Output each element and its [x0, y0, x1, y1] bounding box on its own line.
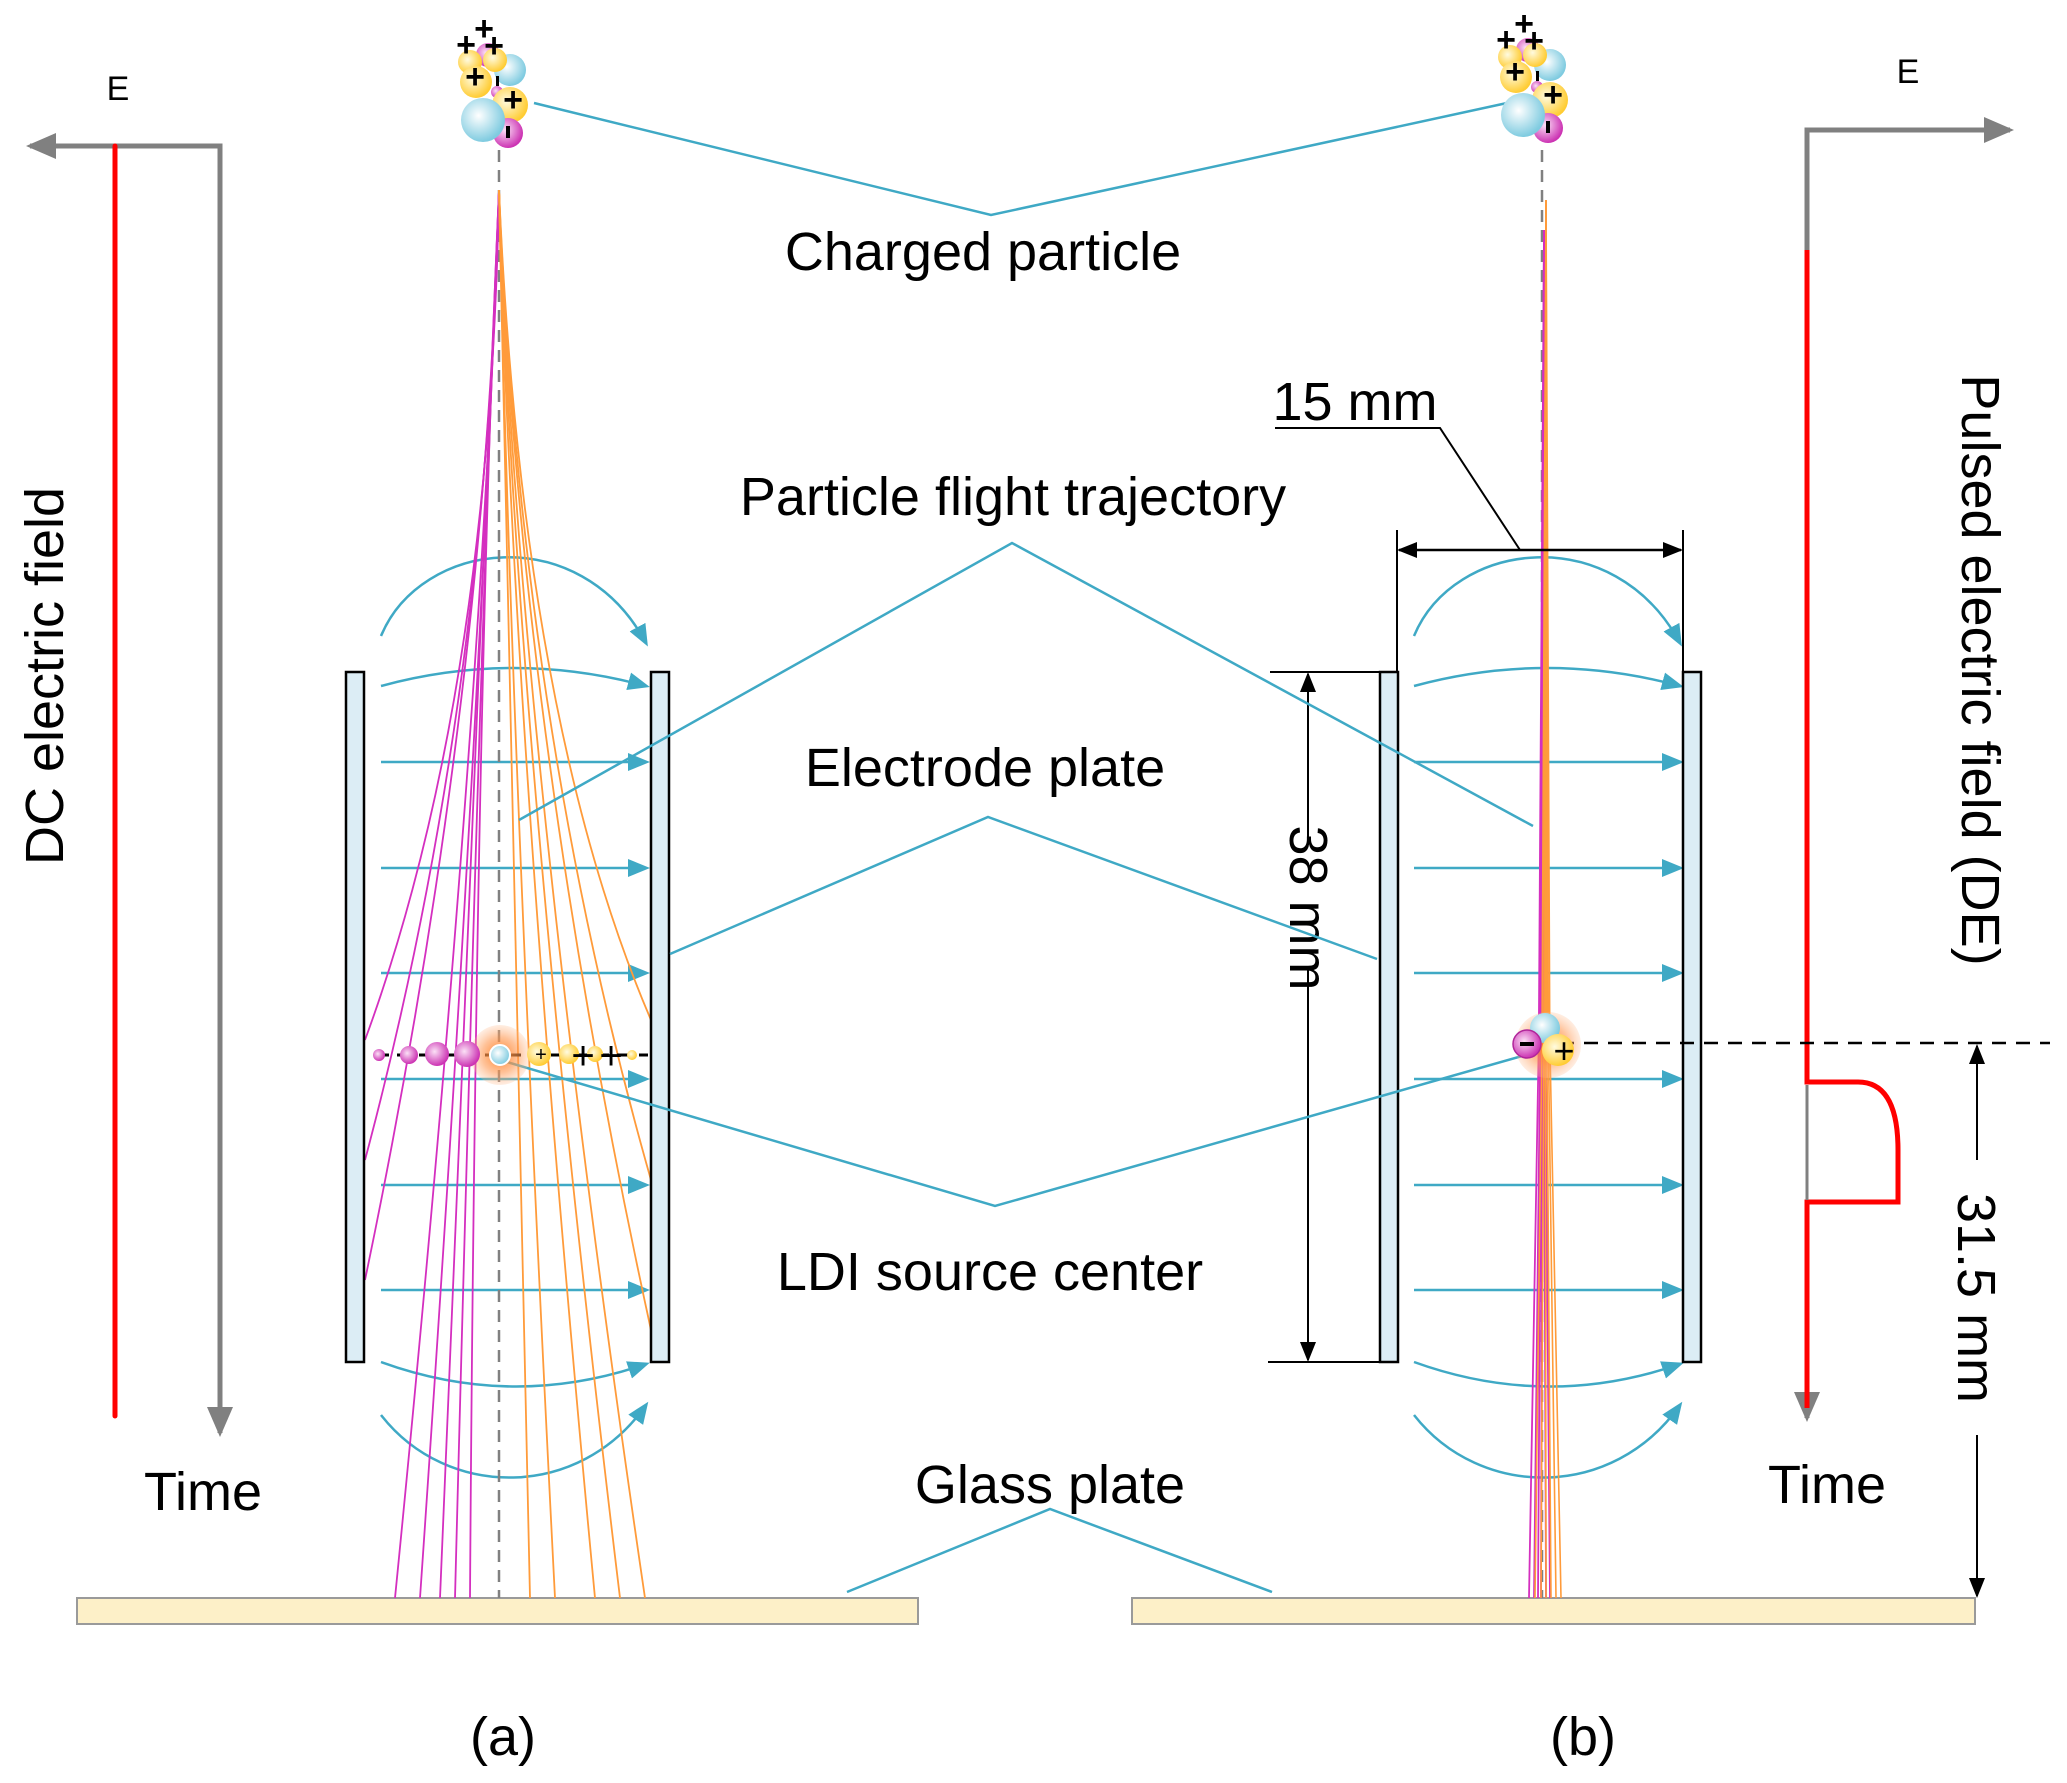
panel-b-e-axis — [1804, 117, 2014, 250]
positive-particle — [1523, 43, 1547, 67]
negative-ion — [400, 1046, 418, 1064]
field-line — [1413, 1360, 1684, 1388]
field-line — [1413, 1401, 1683, 1479]
label-particle-flight-trajectory: Particle flight trajectory — [740, 467, 1286, 527]
positive-trajectory — [498, 189, 596, 1599]
neutral-particle — [461, 98, 505, 142]
svg-text:+: + — [535, 1044, 547, 1066]
plus-sign: + — [1505, 53, 1525, 91]
dimension-31-5mm-label: 31.5 mm — [1946, 1193, 2006, 1403]
positive-particle — [483, 48, 507, 72]
positive-ion — [559, 1044, 579, 1064]
leader-glass-plate — [846, 1507, 1273, 1594]
positive-trajectory — [498, 189, 652, 1021]
panel-b-left-electrode — [1378, 670, 1400, 1364]
positive-particle — [1500, 61, 1532, 93]
panel-b-trajectories — [1528, 199, 1562, 1599]
panel-b-ldi-source: + — [1512, 1012, 1581, 1078]
negative-ion — [454, 1041, 480, 1067]
panel-a-field-label: DC electric field — [15, 487, 75, 865]
positive-ion — [1542, 1034, 1574, 1066]
leader-lines — [506, 101, 1534, 1594]
panel-b-glass-plate — [1131, 1597, 1976, 1625]
label-glass-plate: Glass plate — [915, 1455, 1185, 1515]
plus-sign: + — [1543, 76, 1563, 114]
svg-text:+: + — [1553, 1030, 1574, 1071]
plus-sign: + — [1524, 22, 1544, 60]
positive-trajectory — [498, 189, 621, 1599]
panel-b-field-label: Pulsed electric field (DE) — [1950, 374, 2010, 965]
plus-sign: + — [1496, 21, 1516, 59]
dimension-31-5mm: 31.5 mm — [1560, 1041, 2050, 1598]
dimension-38mm: 38 mm — [1268, 671, 1398, 1363]
panel-b-field-axis: E Time Pulsed electric field (DE) — [1768, 53, 2014, 1515]
plus-sign: + — [1514, 5, 1534, 43]
positive-ion — [527, 1042, 551, 1066]
panel-a-glass-plate — [76, 1597, 919, 1625]
panel-a-charged-particle-cluster: +++++ — [456, 10, 528, 148]
dimension-38mm-label: 38 mm — [1278, 825, 1338, 990]
panel-a-caption: (a) — [470, 1707, 536, 1767]
plus-sign: + — [474, 10, 494, 48]
plus-sign: + — [465, 58, 485, 96]
field-line — [380, 1360, 650, 1388]
panel-b-time-label: Time — [1768, 1455, 1886, 1515]
plus-sign: + — [456, 26, 476, 64]
leader-ldi-source — [506, 1052, 1530, 1208]
panel-a-e-label: E — [107, 70, 130, 108]
panel-b-right-electrode — [1681, 670, 1703, 1364]
panel-b-caption: (b) — [1550, 1707, 1616, 1767]
neutral-particle — [1501, 93, 1545, 137]
plus-sign: + — [484, 27, 504, 65]
panel-a-left-electrode — [344, 670, 366, 1364]
positive-ion — [627, 1050, 637, 1060]
minus-sign — [1536, 71, 1539, 81]
dimension-15mm: 15 mm — [1272, 372, 1684, 672]
panel-a-e-axis — [25, 133, 223, 1430]
panel-a-ldi-source: + + + — [373, 1025, 648, 1085]
panel-a-right-electrode — [649, 670, 671, 1364]
negative-ion — [425, 1042, 449, 1066]
negative-trajectory — [469, 189, 500, 1599]
negative-ion — [373, 1049, 385, 1061]
minus-sign — [1546, 121, 1550, 133]
panel-b-charged-particle-cluster: +++++ — [1496, 5, 1568, 143]
panel-a-trajectories — [364, 189, 652, 1599]
minus-sign — [496, 76, 499, 86]
leader-charged-particle — [533, 101, 1508, 217]
source-neutral-particle — [489, 1044, 511, 1066]
positive-ion — [587, 1046, 603, 1062]
plus-sign: + — [503, 81, 523, 119]
positive-trajectory — [498, 189, 556, 1599]
panel-a-field-axis: E Time DC electric field — [15, 70, 262, 1522]
panel-a-time-label: Time — [144, 1462, 262, 1522]
label-ldi-source-center: LDI source center — [777, 1242, 1203, 1302]
negative-trajectory — [419, 189, 500, 1599]
label-charged-particle: Charged particle — [785, 222, 1181, 282]
panel-b-e-label: E — [1897, 53, 1920, 91]
leader-trajectory — [518, 541, 1534, 828]
svg-text:+: + — [599, 1034, 622, 1078]
dimension-15mm-label: 15 mm — [1272, 372, 1437, 432]
label-electrode-plate: Electrode plate — [805, 738, 1165, 798]
panel-b-pulse-signal — [1804, 250, 1901, 1408]
svg-text:+: + — [571, 1034, 594, 1078]
field-line — [380, 1401, 649, 1479]
minus-sign — [506, 126, 510, 138]
positive-particle — [460, 66, 492, 98]
field-line — [379, 556, 648, 647]
leader-electrode-plate — [669, 815, 1378, 961]
